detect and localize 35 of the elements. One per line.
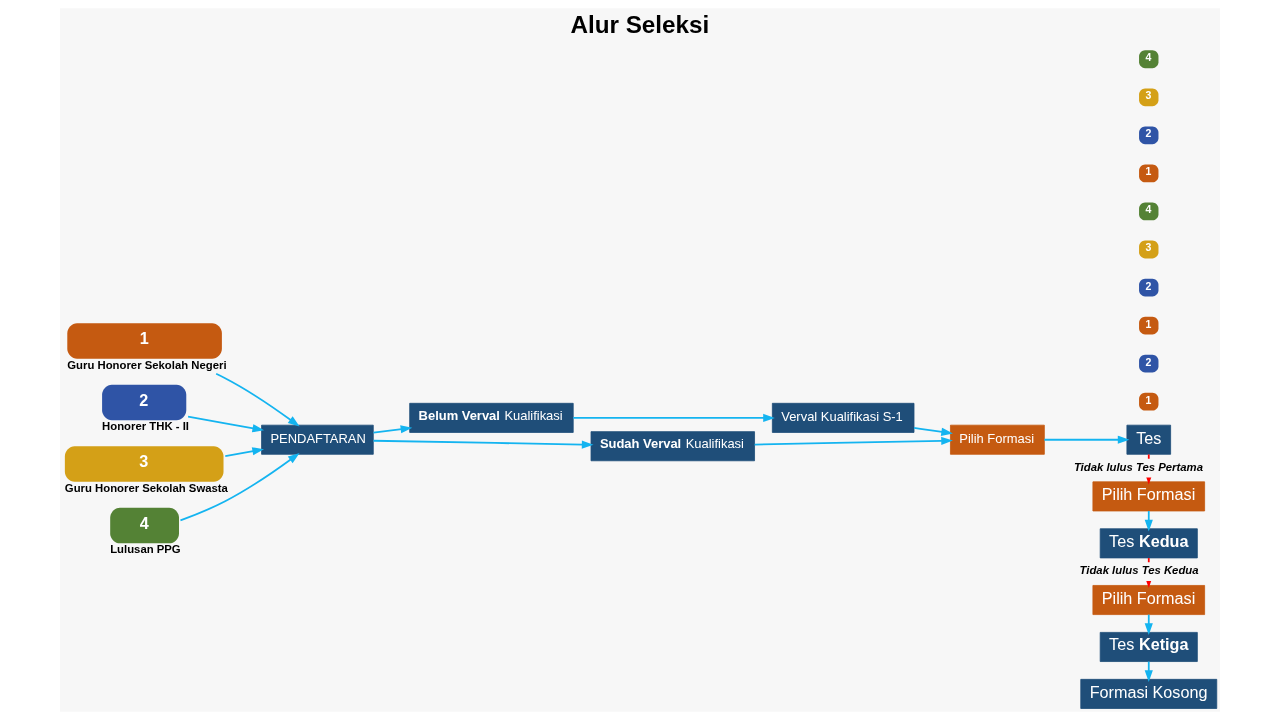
diagram-title: Alur Seleksi bbox=[570, 11, 710, 39]
node-label: Honorer THK - II bbox=[102, 420, 189, 433]
node-box: Tes bbox=[1126, 424, 1172, 455]
node-box: Pilih Formasi bbox=[950, 424, 1045, 455]
node-box: Belum Verval Kualifikasi bbox=[409, 402, 574, 433]
node-box: Formasi Kosong bbox=[1080, 678, 1218, 709]
node-label: Guru Honorer Sekolah Negeri bbox=[67, 358, 227, 371]
edge-label: Tidak lulus Tes Pertama bbox=[1073, 460, 1203, 473]
node-label: Lulusan PPG bbox=[110, 543, 181, 556]
arrow bbox=[1144, 510, 1153, 532]
arrow bbox=[179, 452, 300, 522]
node-box: 2 bbox=[102, 384, 187, 421]
arrow bbox=[753, 436, 953, 446]
node-box: 1 bbox=[67, 323, 222, 359]
node-box: 4 bbox=[110, 507, 179, 544]
node-box: Tes Kedua bbox=[1099, 528, 1198, 559]
edge-label: Tidak lulus Tes Kedua bbox=[1079, 564, 1199, 577]
node-box: 3 bbox=[64, 446, 224, 482]
arrow bbox=[372, 439, 594, 449]
arrow bbox=[1144, 613, 1153, 635]
arrow bbox=[224, 447, 265, 457]
arrow bbox=[1144, 660, 1153, 682]
node-box: PENDAFTARAN bbox=[261, 424, 374, 455]
node-box: Tes Ketiga bbox=[1099, 632, 1198, 662]
arrow bbox=[572, 413, 775, 422]
node-box: Pilih Formasi bbox=[1092, 585, 1206, 615]
node-box: Verval Kualifikasi S-1 bbox=[771, 402, 915, 433]
arrow bbox=[1043, 435, 1130, 444]
arrow bbox=[187, 415, 265, 433]
arrow bbox=[913, 427, 953, 436]
node-box: Sudah Verval Kualifikasi bbox=[590, 431, 755, 462]
arrow bbox=[215, 372, 300, 427]
node-box: Pilih Formasi bbox=[1092, 481, 1206, 512]
arrow bbox=[372, 425, 413, 434]
node-label: Guru Honorer Sekolah Swasta bbox=[64, 481, 228, 494]
